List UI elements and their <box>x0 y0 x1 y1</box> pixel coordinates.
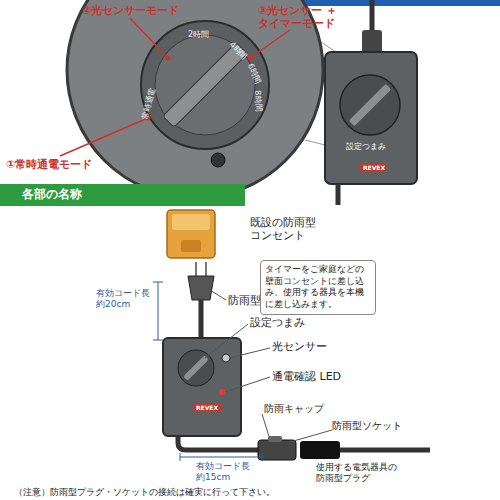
appliance-plug <box>300 441 340 459</box>
plug <box>188 276 214 300</box>
cord <box>370 0 375 32</box>
plug-prong <box>205 262 207 276</box>
part-name: 使用する電気器具の 防雨型プラグ <box>316 462 426 484</box>
dial-face <box>155 35 255 135</box>
leader-line <box>229 348 270 358</box>
dimension-tick <box>180 453 181 461</box>
dial-mark: 4時間 <box>227 40 249 62</box>
brand-plate <box>194 403 222 412</box>
leader-line <box>130 18 168 58</box>
leader-line <box>225 377 270 392</box>
part-name: 既設の防雨型 コンセント <box>250 216 330 242</box>
callout-text: タイマーをご家庭などの壁面コンセントに差し込み、使用する器具を本機に差し込みます… <box>265 264 371 311</box>
timer-body <box>325 52 417 184</box>
dimension-tick <box>262 453 263 461</box>
leader-line <box>210 290 226 300</box>
dial-knob <box>340 75 400 135</box>
dimension-line <box>158 282 159 340</box>
plug <box>362 30 382 54</box>
brand-name: REVEX <box>196 404 218 411</box>
mode-label: ③光センサー ＋タイマーモード <box>258 4 350 30</box>
note: （注意）防雨型プラグ・ソケットの接続は確実に行って下さい。 <box>14 487 275 498</box>
dimension-tick <box>153 340 163 341</box>
dial-mark: 2時間 <box>188 30 209 40</box>
section-heading: 各部の名称 <box>22 187 245 203</box>
outlet-lid <box>172 214 210 230</box>
plug-prong <box>195 262 197 276</box>
dimension-label: 有効コード長 約15cm <box>196 461 258 483</box>
cord <box>199 300 204 340</box>
dial-mark: 6時間 <box>245 62 263 85</box>
leader-dot <box>248 56 253 61</box>
mode-label: ②光センサーモード <box>82 4 179 17</box>
brand-name: REVEX <box>363 164 385 171</box>
cord <box>178 436 258 450</box>
timer-body <box>163 338 241 436</box>
dial-mark: 常時通電 <box>140 87 158 120</box>
callout-box: タイマーをご家庭などの壁面コンセントに差し込み、使用する器具を本機に差し込みます… <box>260 260 376 315</box>
part-name: 通電確認 LED <box>272 370 341 383</box>
part-name: 防雨キャップ <box>264 403 324 415</box>
part-name: 光センサー <box>272 340 327 353</box>
part-name: 設定つまみ <box>250 316 305 329</box>
leader-line <box>205 324 248 358</box>
outlet <box>167 210 215 258</box>
dimension-tick <box>153 282 163 283</box>
dial-ridge <box>163 43 248 128</box>
leader-line <box>250 30 290 58</box>
dimension-line <box>180 457 262 458</box>
led <box>219 389 225 395</box>
dial-ridge <box>349 84 391 126</box>
socket <box>258 440 296 460</box>
light-sensor <box>222 354 230 362</box>
dial-mark: 8時間 <box>252 90 263 112</box>
cord <box>336 184 341 205</box>
cord <box>340 448 430 453</box>
dial-knob <box>141 21 269 149</box>
leader-line <box>290 430 332 442</box>
part-name: 防雨型ソケット <box>332 420 402 432</box>
rain-cap <box>268 436 282 442</box>
section-band: 各部の名称 <box>0 184 245 206</box>
part-name: 設定つまみ <box>346 142 386 152</box>
dimension-label: 有効コード長 約20cm <box>96 288 156 310</box>
leader-line <box>60 118 148 156</box>
dial-ridge <box>183 355 208 380</box>
outlet-slot <box>181 240 201 252</box>
leader-dot <box>166 56 171 61</box>
brand-plate <box>360 163 386 172</box>
mode-label: ①常時通電モード <box>6 158 92 171</box>
screw <box>211 153 225 167</box>
